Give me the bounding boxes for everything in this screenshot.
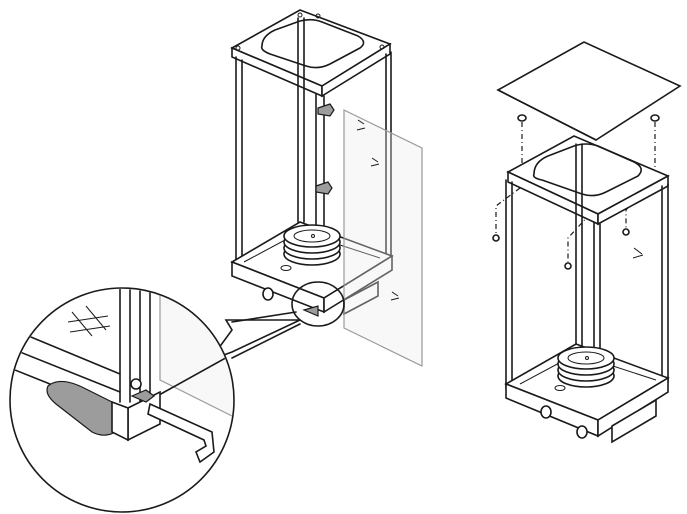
guide-line <box>495 187 521 234</box>
callout-pointer <box>207 311 301 362</box>
detail-magnifier <box>9 287 235 513</box>
guide-line <box>567 213 591 262</box>
lower-housing <box>611 398 657 444</box>
base-hole <box>554 385 566 391</box>
side-screw <box>492 234 500 242</box>
cover-screw <box>517 114 527 122</box>
callout-arrow <box>207 319 301 362</box>
body-base-side <box>597 376 669 438</box>
pan-center <box>585 356 589 360</box>
left-enclosure <box>230 9 423 367</box>
base-hole <box>280 265 292 271</box>
detail-rail <box>11 347 121 393</box>
pan-inner <box>293 229 331 243</box>
glass-door <box>343 109 423 367</box>
pan-center <box>311 234 315 238</box>
screw-icon <box>130 389 155 403</box>
glass-marks <box>632 247 644 259</box>
top-frame-side-edge <box>321 42 391 98</box>
magnifier-circle <box>9 287 235 513</box>
pan-inner <box>567 351 605 365</box>
detail-focus-circle <box>291 281 345 327</box>
foot-box-side <box>111 400 129 442</box>
detail-mini-bracket <box>302 305 319 317</box>
top-screw <box>379 44 385 50</box>
screw-hole <box>130 378 142 390</box>
foot <box>540 405 552 419</box>
top-opening <box>260 18 365 69</box>
guide-line <box>625 197 637 228</box>
top-screw <box>235 45 241 51</box>
top-screw <box>315 13 321 19</box>
glass-marks <box>356 119 380 167</box>
base-side <box>323 254 393 314</box>
glass-marks <box>67 305 111 337</box>
hex-key-icon <box>147 402 215 464</box>
arrow-icon <box>315 181 333 195</box>
foot <box>262 287 274 301</box>
callout-line <box>231 323 301 359</box>
side-screw <box>564 262 572 270</box>
arrow-icon <box>317 103 335 117</box>
glass-marks <box>390 291 400 301</box>
body-top-frame <box>506 135 670 215</box>
detail-rail <box>13 329 121 375</box>
callout-line <box>231 311 297 323</box>
cover-screw <box>650 114 660 122</box>
top-frame <box>230 9 392 87</box>
cover-edge <box>497 89 597 141</box>
foot <box>576 425 588 439</box>
top-screw <box>297 12 303 18</box>
top-cover <box>496 41 682 141</box>
body-top-opening <box>532 143 642 197</box>
side-screw <box>622 228 630 236</box>
right-enclosure <box>492 41 682 444</box>
